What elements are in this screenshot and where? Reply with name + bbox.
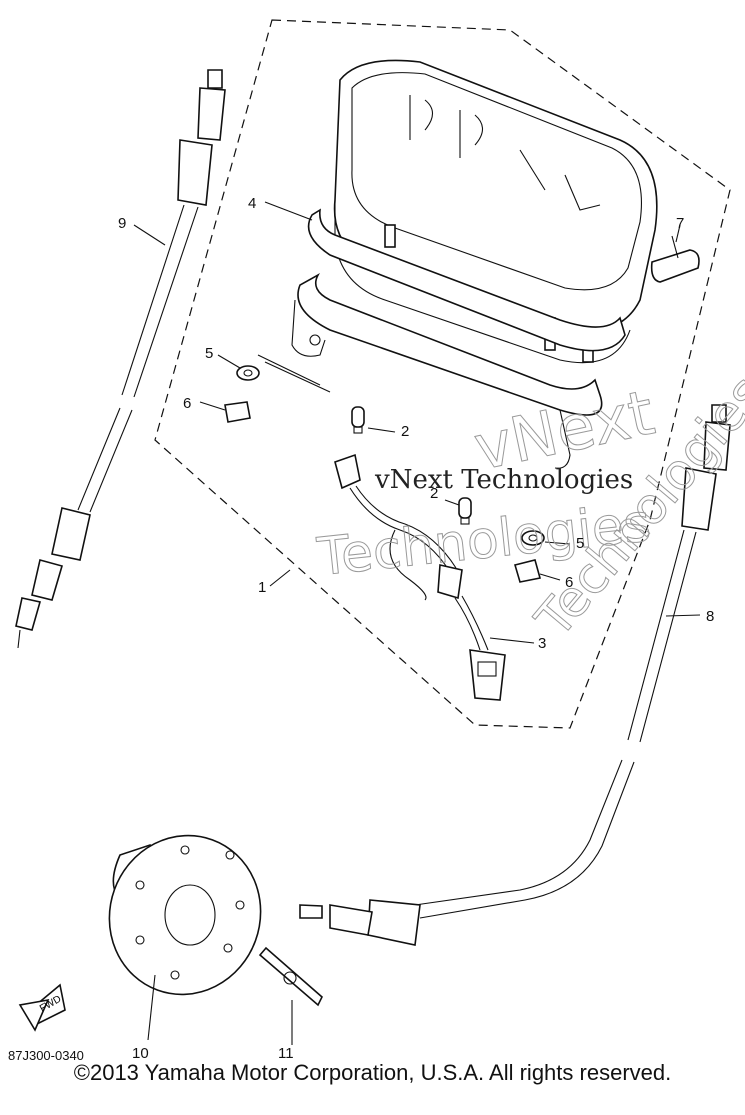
meter-housing	[333, 59, 658, 364]
callout-2-upper: 2	[401, 423, 409, 440]
bulb	[351, 406, 365, 434]
callout-2-lower: 2	[430, 485, 438, 502]
callout-8: 8	[706, 608, 714, 625]
callout-3: 3	[538, 635, 546, 652]
callout-1: 1	[258, 579, 266, 596]
cable-right	[299, 404, 731, 946]
callout-4: 4	[248, 195, 256, 212]
callout-11: 11	[278, 1045, 294, 1062]
collar	[224, 401, 251, 423]
callouts: 4 7 9 5 6 2 2 5 6 1 8 3 10 11	[118, 195, 714, 1062]
callout-6-right: 6	[565, 574, 573, 591]
trip-knob	[650, 235, 700, 283]
grommet	[236, 365, 260, 381]
bulb	[458, 497, 472, 525]
callout-7: 7	[676, 215, 684, 232]
wire-harness	[334, 453, 506, 701]
diagram-code: 87J300-0340	[8, 1048, 84, 1063]
gasket	[307, 208, 626, 352]
callout-10: 10	[132, 1045, 149, 1062]
grommet	[521, 530, 545, 546]
guide-line	[264, 361, 331, 393]
gear-unit	[108, 834, 262, 996]
callout-9: 9	[118, 215, 126, 232]
cable-left	[15, 69, 226, 649]
callout-5-right: 5	[576, 535, 584, 552]
watermark-main: vNext Technologies	[374, 465, 633, 495]
collar	[513, 559, 542, 583]
watermark: vNext Technologies Technologies vNext Te…	[314, 364, 745, 649]
copyright-footer: ©2013 Yamaha Motor Corporation, U.S.A. A…	[73, 1060, 672, 1085]
leader-lines	[133, 201, 701, 1045]
callout-5-left: 5	[205, 345, 213, 362]
guide-line	[257, 354, 321, 386]
fwd-arrow-icon: FWD	[18, 983, 66, 1032]
meter-case	[291, 272, 603, 469]
assembly-boundary	[154, 19, 731, 729]
drive-pin	[258, 946, 323, 1007]
callout-6-left: 6	[183, 395, 191, 412]
